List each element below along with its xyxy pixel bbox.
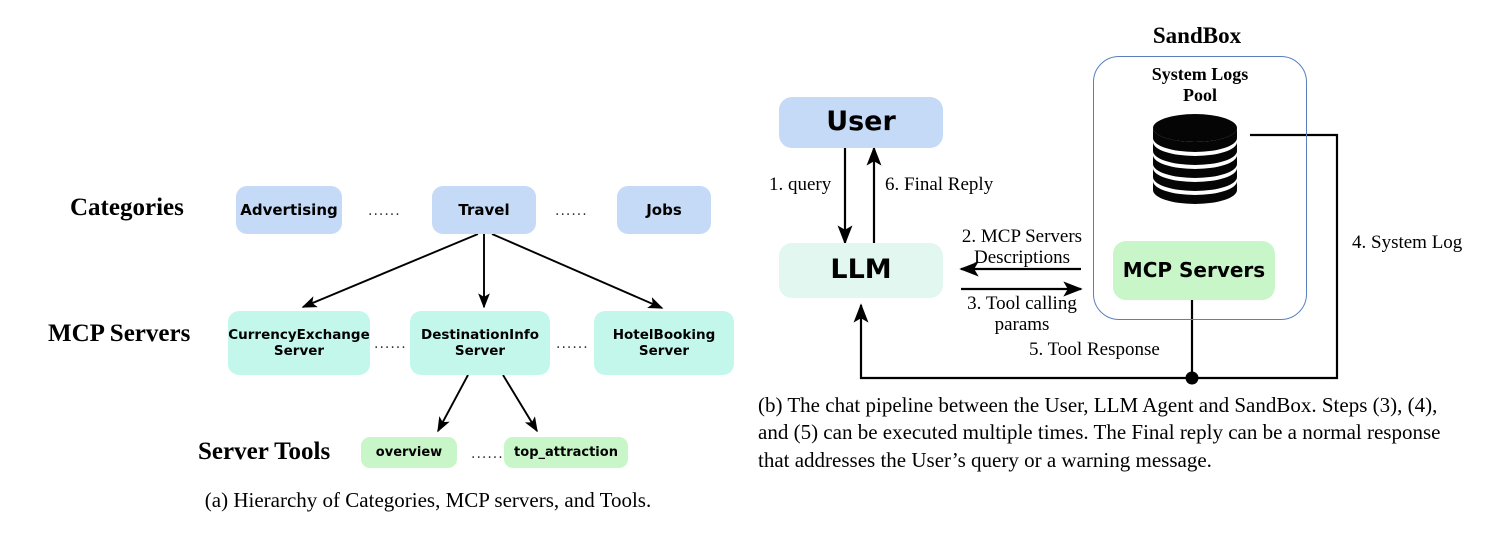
- step-label-1-query: 1. query: [769, 174, 832, 195]
- sandbox-mcp-servers-box[interactable]: MCP Servers: [1113, 241, 1275, 300]
- mcp-server-label-line2: Server: [273, 343, 325, 359]
- step2-line2: Descriptions: [973, 247, 1071, 269]
- row-label-server-tools: Server Tools: [198, 438, 331, 465]
- category-label: Advertising: [240, 200, 338, 219]
- mcp-server-label-line2: Server: [638, 343, 690, 359]
- step2-line1: 2. MCP Servers: [961, 226, 1083, 247]
- category-box-jobs[interactable]: Jobs: [617, 186, 711, 234]
- step3-line2: params: [994, 314, 1050, 336]
- pool-title-line2: Pool: [1183, 84, 1217, 105]
- caption-panel-b: (b) The chat pipeline between the User, …: [758, 393, 1441, 472]
- caption-panel-a: (a) Hierarchy of Categories, MCP servers…: [204, 488, 652, 512]
- user-llm-edges: [837, 146, 882, 245]
- sandbox-title: SandBox: [1152, 23, 1242, 48]
- junction-dot: [1185, 371, 1199, 385]
- mcp-server-box-destinationinfo[interactable]: DestinationInfo Server: [410, 311, 550, 375]
- mcp-server-label-line2: Server: [454, 343, 506, 359]
- server-tool-box-overview[interactable]: overview: [361, 437, 457, 468]
- server-tool-box-top-attraction[interactable]: top_attraction: [504, 437, 628, 468]
- step-label-4-system-log: 4. System Log: [1352, 232, 1463, 253]
- database-cylinder-icon: [1153, 114, 1237, 204]
- row-label-mcp-servers: MCP Servers: [48, 320, 191, 347]
- sandbox-frame: [1093, 56, 1307, 320]
- server-to-tools-edges: [437, 374, 538, 433]
- ellipsis-categories-1: ......: [368, 203, 401, 219]
- system-logs-pool-title: System Logs Pool: [1105, 64, 1295, 106]
- category-label: Travel: [458, 200, 510, 219]
- mcp-server-box-hotelbooking[interactable]: HotelBooking Server: [594, 311, 734, 375]
- ellipsis-servers-1: ......: [374, 336, 407, 352]
- step-label-2-mcp-servers-descriptions: 2. MCP Servers Descriptions: [952, 226, 1092, 269]
- mcp-server-label-line1: DestinationInfo: [421, 326, 539, 343]
- ellipsis-categories-2: ......: [555, 203, 588, 219]
- step3-line1: 3. Tool calling: [967, 293, 1077, 314]
- user-label: User: [826, 106, 896, 138]
- step-label-5-tool-response: 5. Tool Response: [1029, 339, 1160, 360]
- category-label: Jobs: [646, 200, 682, 219]
- ellipsis-servers-2: ......: [556, 336, 589, 352]
- pool-title-line1: System Logs: [1151, 64, 1249, 84]
- row-label-categories: Categories: [70, 194, 184, 221]
- step-label-3-tool-calling-params: 3. Tool calling params: [952, 293, 1092, 336]
- llm-label: LLM: [830, 254, 892, 286]
- mcp-server-label-line1: CurrencyExchange: [228, 326, 370, 343]
- llm-mcp-edges: [959, 261, 1083, 297]
- travel-to-servers-edges: [301, 233, 664, 309]
- server-tool-label: top_attraction: [514, 444, 618, 460]
- mcp-server-box-currencyexchange[interactable]: CurrencyExchange Server: [228, 311, 370, 375]
- sandbox-mcp-servers-label: MCP Servers: [1122, 258, 1266, 283]
- step-label-6-final-reply: 6. Final Reply: [885, 174, 994, 195]
- mcp-server-label-line1: HotelBooking: [612, 326, 716, 343]
- ellipsis-tools-1: ......: [471, 446, 504, 462]
- server-tool-label: overview: [375, 444, 443, 460]
- category-box-travel[interactable]: Travel: [432, 186, 536, 234]
- llm-box[interactable]: LLM: [779, 243, 943, 298]
- user-box[interactable]: User: [779, 97, 943, 148]
- category-box-advertising[interactable]: Advertising: [236, 186, 342, 234]
